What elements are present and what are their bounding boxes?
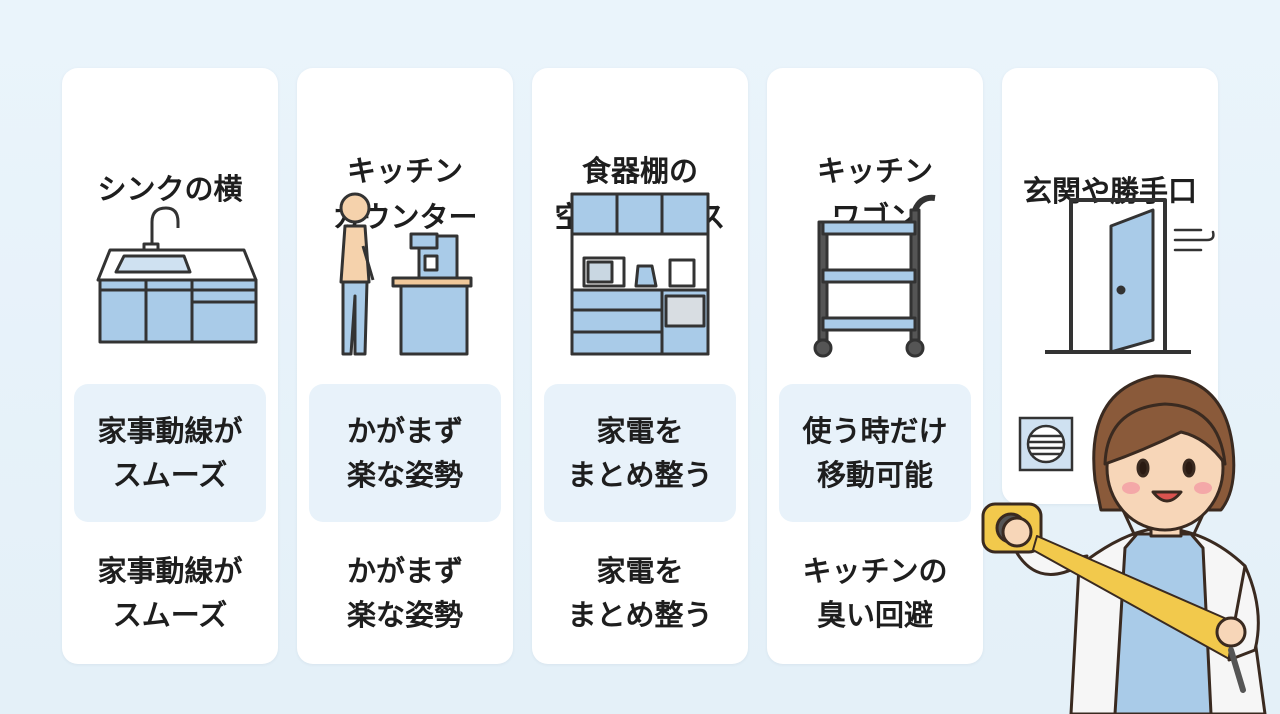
benefit-text: かがまず 楽な姿勢 [346,554,463,632]
benefit-text: キッチンの 臭い回避 [802,554,948,632]
benefit-box: かがまず 楽な姿勢 [309,384,501,522]
benefit-text: 家事動線が スムーズ [97,554,243,632]
card-title: シンクの横 [97,172,243,206]
benefit-box: 家事動線が スムーズ [74,384,266,522]
card-wagon: キッチン ワゴン 使う時だけ 移動可能 キッチンの 臭い回避 [767,68,983,664]
counter-person-icon [339,192,473,356]
benefit-box: 家電を まとめ整う [544,384,736,522]
sink-icon [96,206,258,344]
card-title: 玄関や勝手口 [1022,174,1197,208]
cupboard-icon [570,192,710,356]
card-sink: シンクの横 家事動線が スムーズ 家事動線が スムーズ [62,68,278,664]
benefit-box: 使う時だけ 移動可能 [779,384,971,522]
ventilation-fan-icon [1018,416,1074,472]
door-icon [1045,198,1215,354]
woman-with-tape-measure-illustration [981,374,1267,714]
benefit-text: 家電を まとめ整う [567,554,713,632]
card-counter: キッチン カウンター かがまず 楽な姿勢 かがまず 楽な姿勢 [297,68,513,664]
card-cupboard: 食器棚の 空きスペース 家電を まとめ整う 家 [532,68,748,664]
wagon-icon [813,194,936,358]
